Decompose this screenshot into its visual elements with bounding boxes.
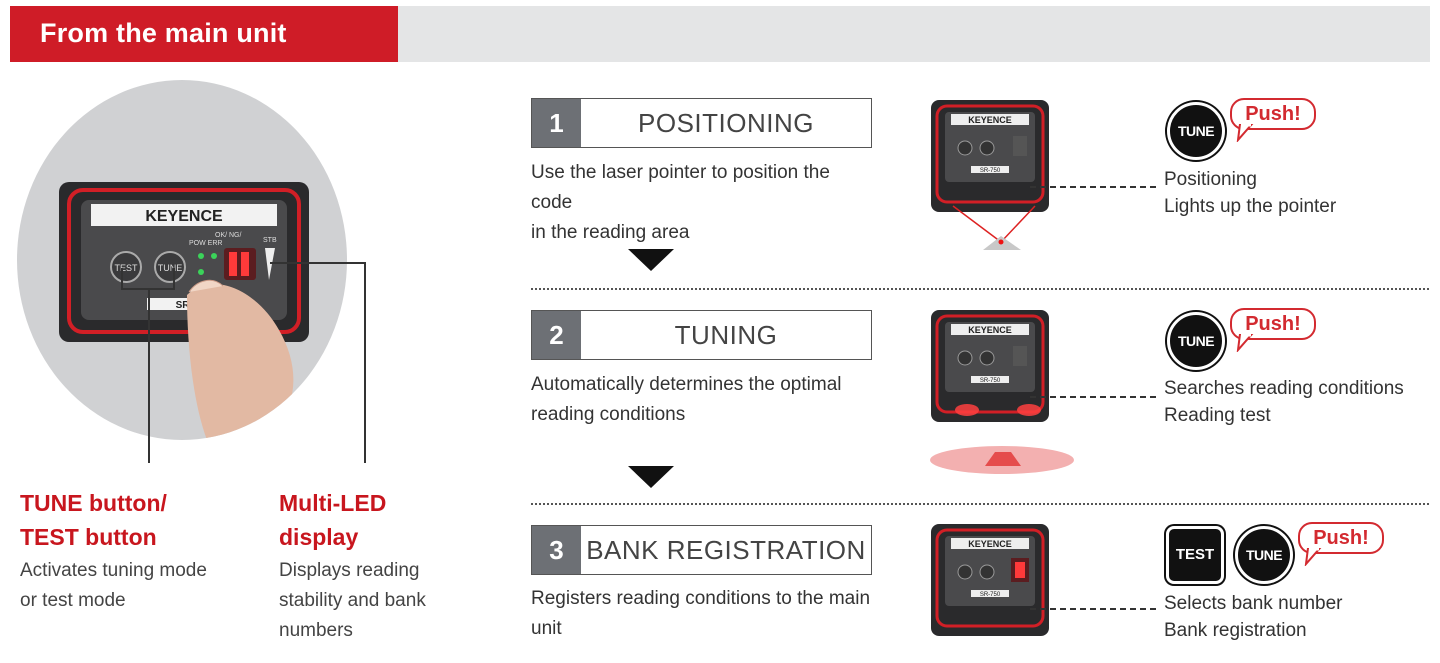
header-bar (398, 6, 1430, 62)
device-model: SR-750 (980, 378, 1001, 384)
step-2-result-line2: Reading test (1164, 405, 1271, 426)
step-3-result-line2: Bank registration (1164, 620, 1307, 641)
callout-line (148, 288, 150, 463)
step-1-result-line2: Lights up the pointer (1164, 196, 1337, 217)
device-tune-label: TUNE (158, 263, 183, 273)
result-connector (1030, 186, 1156, 188)
tune-test-title-line1: TUNE button/ (20, 490, 167, 516)
device-led-label-2: POW ERR (189, 240, 222, 247)
result-connector (1030, 396, 1156, 398)
step-3-desc-line1: Registers reading conditions to the main (531, 588, 871, 609)
step-2-desc-line2: reading conditions (531, 404, 686, 425)
push-badge: Push! (1298, 522, 1384, 554)
step-1-desc-line1: Use the laser pointer to position the co… (531, 162, 830, 213)
tune-test-label: TUNE button/ TEST button Activates tunin… (20, 486, 207, 616)
step-2-desc-line1: Automatically determines the optimal (531, 374, 842, 395)
callout-line (364, 262, 366, 463)
push-badge-tail (1236, 124, 1254, 142)
device-brand: KEYENCE (968, 115, 1012, 125)
step-3-description: Registers reading conditions to the main… (531, 584, 876, 644)
step-3-number: 3 (532, 526, 581, 574)
tune-button-icon: TUNE (1167, 102, 1225, 160)
step-3-desc-line2: unit (531, 618, 562, 639)
multi-led-desc-line1: Displays reading (279, 560, 420, 581)
callout-line (121, 268, 123, 290)
test-button-icon: TEST (1166, 526, 1224, 584)
device-model: SR-750 (980, 592, 1001, 598)
section-header: From the main unit (10, 6, 398, 62)
device-brand: KEYENCE (968, 325, 1012, 335)
device-model: SR-750 (980, 168, 1001, 174)
step-2-title: TUNING (674, 320, 778, 350)
step-2-header: 2 TUNING (531, 310, 872, 360)
down-arrow-icon (628, 466, 674, 488)
multi-led-label: Multi-LED display Displays reading stabi… (279, 486, 426, 646)
step-2-result: Searches reading conditions Reading test (1164, 375, 1404, 429)
push-badge-tail (1236, 334, 1254, 352)
step-1-result: Positioning Lights up the pointer (1164, 166, 1336, 220)
device-led-label-1: OK/ NG/ (215, 232, 242, 239)
step-1-description: Use the laser pointer to position the co… (531, 158, 876, 248)
device-bank-illustration: KEYENCE SR-750 (931, 524, 1049, 636)
step-1-header: 1 POSITIONING (531, 98, 872, 148)
step-3-result: Selects bank number Bank registration (1164, 590, 1343, 644)
device-led-label-3: STB (263, 237, 277, 244)
device-photo: KEYENCE TEST TUNE OK/ NG/ POW ERR STB SR… (17, 80, 347, 440)
device-closeup-illustration: KEYENCE TEST TUNE OK/ NG/ POW ERR STB SR… (59, 182, 309, 440)
divider (531, 288, 1429, 290)
multi-led-desc-line2: stability and bank (279, 590, 426, 611)
step-2-description: Automatically determines the optimal rea… (531, 370, 876, 430)
step-3-title: BANK REGISTRATION (586, 535, 866, 565)
device-test-label: TEST (114, 263, 138, 273)
device-pointer-illustration: KEYENCE SR-750 (931, 100, 1049, 250)
device-brand: KEYENCE (968, 539, 1012, 549)
device-tuning-illustration: KEYENCE SR-750 (930, 310, 1074, 474)
tune-button-icon: TUNE (1167, 312, 1225, 370)
step-3-header: 3 BANK REGISTRATION (531, 525, 872, 575)
step-1-title: POSITIONING (638, 108, 814, 138)
tune-button-icon: TUNE (1235, 526, 1293, 584)
device-brand: KEYENCE (145, 208, 223, 225)
section-title: From the main unit (40, 18, 287, 48)
down-arrow-icon (628, 249, 674, 271)
step-1-desc-line2: in the reading area (531, 222, 690, 243)
multi-led-title-line2: display (279, 524, 359, 550)
multi-led-title-line1: Multi-LED (279, 490, 387, 516)
multi-led-desc-line3: numbers (279, 620, 353, 641)
tune-test-title-line2: TEST button (20, 524, 157, 550)
callout-line (270, 262, 366, 264)
divider (531, 503, 1429, 505)
step-2-number: 2 (532, 311, 581, 359)
callout-line (173, 268, 175, 290)
step-3-result-line1: Selects bank number (1164, 593, 1343, 614)
result-connector (1030, 608, 1156, 610)
step-1-result-line1: Positioning (1164, 169, 1257, 190)
step-2-result-line1: Searches reading conditions (1164, 378, 1404, 399)
step-1-number: 1 (532, 99, 581, 147)
push-badge-tail (1304, 548, 1322, 566)
push-badge: Push! (1230, 308, 1316, 340)
tune-test-desc-line2: or test mode (20, 590, 126, 611)
tune-test-desc-line1: Activates tuning mode (20, 560, 207, 581)
